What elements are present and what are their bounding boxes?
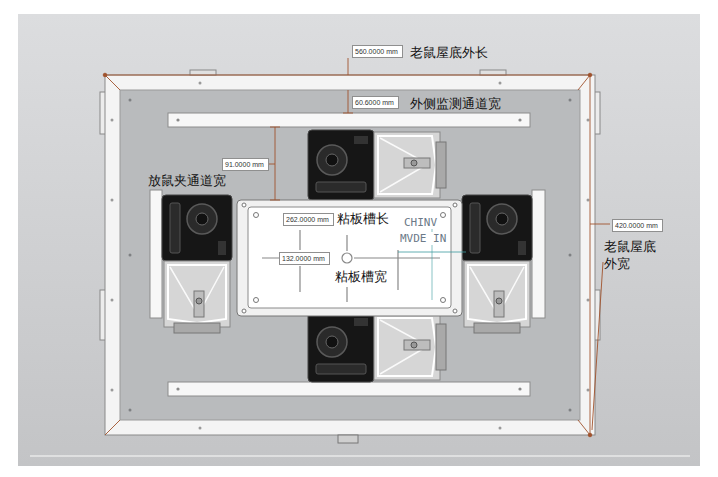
background-panel [18,14,700,466]
glue-board-tray [254,213,259,218]
dimension-lines [270,200,280,201]
dimension-lines [578,75,590,90]
dimension-box: 420.0000 mm [612,219,663,232]
dimension-lines [348,90,349,113]
mouse-house-drawing [518,387,521,390]
glue-board-tray [346,235,347,251]
dimension-lines [578,420,590,435]
house-frame [129,409,132,412]
house-frame [199,427,202,430]
glue-board-tray [248,207,451,308]
house-frame [105,75,595,435]
channel-bars [150,113,545,396]
dimension-lines [348,58,349,75]
house-frame [129,99,132,102]
mouse-house-drawing [176,118,179,121]
glue-board-tray [254,298,259,303]
house-frame [499,427,502,430]
glue-board-tray [242,203,457,313]
house-frame [111,389,114,392]
dimension-box: 132.0000 mm [279,252,330,265]
traps [162,130,532,382]
house-frame [587,389,590,392]
part-label: 老鼠屋底外长 [410,44,488,61]
dimension-value: 132.0000 mm [282,254,325,263]
house-frame [111,199,114,202]
dimension-lines [590,75,591,435]
channel-bars [168,382,530,396]
house-frame [587,299,590,302]
part-label: 老鼠屋底 外宽 [604,238,662,272]
glue-board-tray [242,309,246,313]
glue-board-tray [441,213,446,218]
house-frame [569,409,572,412]
channel-bars [150,190,162,318]
mouse-house-drawing [176,387,179,390]
dimension-box: 91.0000 mm [222,158,269,171]
traps [462,195,532,333]
dimension-box: 60.6000 mm [352,96,399,109]
house-frame [190,70,216,75]
dimension-box: 262.0000 mm [283,213,334,226]
dimension-lines [343,113,353,114]
channel-bars [168,113,530,127]
house-frame [111,299,114,302]
glue-board-tray [441,298,446,303]
house-frame [587,199,590,202]
glue-board-tray [237,200,462,316]
dimension-lines [105,75,120,90]
glue-board-tray [342,253,352,263]
part-label: MVDE IN [400,232,446,245]
house-frame [120,90,580,420]
dimension-value: 91.0000 mm [225,160,264,169]
part-label: 放鼠夹通道宽 [148,172,226,189]
house-frame [100,70,600,443]
part-label: 粘板槽宽 [334,268,388,285]
traps [308,312,446,382]
house-frame [338,435,358,443]
part-label: 粘板槽长 [336,210,390,227]
dimension-box: 560.0000 mm [352,45,403,58]
house-frame [569,254,572,257]
dimension-value: 420.0000 mm [615,221,658,230]
glue-board-tray [299,230,300,250]
house-frame [111,119,114,122]
house-frame [499,82,502,85]
dimension-lines [590,224,610,225]
glue-board-tray [354,257,440,258]
traps [308,130,446,200]
glue-board-tray [237,200,466,316]
dimension-value: 560.0000 mm [355,47,398,56]
traps [162,195,232,333]
house-frame [199,82,202,85]
house-frame [129,254,132,257]
glue-board-tray [346,287,347,302]
glue-board-tray [397,250,398,290]
house-frame [569,99,572,102]
house-frame [129,99,572,412]
dimension-lines [103,58,610,437]
part-label: CHINV [404,216,437,229]
house-frame [111,82,590,430]
glue-board-tray [242,203,246,207]
dimension-lines [105,75,590,76]
mouse-house-drawing [518,118,521,121]
dimension-value: 262.0000 mm [286,215,329,224]
glue-board-tray [453,309,457,313]
dimension-lines [105,420,120,435]
glue-board-tray [453,203,457,207]
dimension-lines [270,127,280,128]
dimension-lines [275,127,276,200]
floor-line [30,455,690,457]
channel-bars [532,190,545,318]
house-frame [480,70,506,75]
glue-board-tray [299,266,300,292]
part-label: 外侧监测通道宽 [410,95,501,112]
dimension-value: 60.6000 mm [355,98,394,107]
house-frame [587,119,590,122]
dimension-lines [592,262,603,430]
